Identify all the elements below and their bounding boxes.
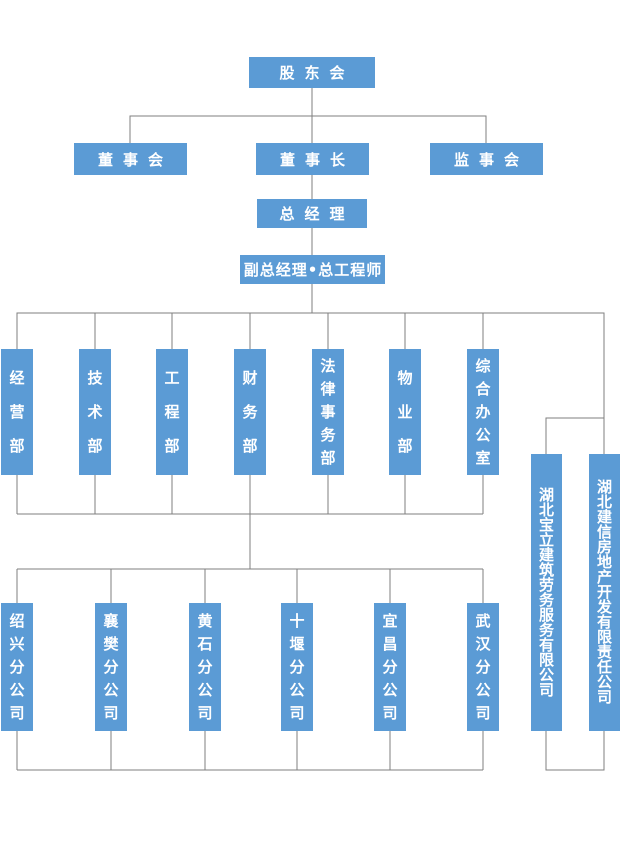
org-node-branch-wuhan: 武汉分公司 xyxy=(467,603,499,731)
org-node-branch-shiyan: 十堰分公司 xyxy=(281,603,313,731)
org-node-dept-general-office: 综合办公室 xyxy=(467,349,499,475)
org-node-deputy-gm-chief-engineer: 副总经理•总工程师 xyxy=(240,255,385,284)
org-node-supervisory-board-label: 监事会 xyxy=(453,150,529,169)
org-node-branch-shaoxing: 绍兴分公司 xyxy=(1,603,33,731)
org-node-dept-finance: 财务部 xyxy=(234,349,266,475)
org-node-general-manager-label: 总经理 xyxy=(279,205,355,223)
wire-subsidiary-top xyxy=(545,417,605,454)
org-node-branch-yichang: 宜昌分公司 xyxy=(374,603,406,731)
org-node-board-of-directors-label: 董事会 xyxy=(97,150,173,169)
org-node-general-manager: 总经理 xyxy=(257,199,367,228)
org-node-deputy-gm-chief-engineer-label: 副总经理•总工程师 xyxy=(243,261,383,279)
org-node-branch-xiangfan: 襄樊分公司 xyxy=(95,603,127,731)
org-node-shareholders-meeting: 股东会 xyxy=(249,57,375,88)
wire-department-bottom-bus xyxy=(16,475,484,569)
org-node-subsidiary-hubei-baoli: 湖北宝立建筑劳务服务有限公司 xyxy=(531,454,562,731)
org-node-supervisory-board: 监事会 xyxy=(430,143,543,175)
org-node-board-of-directors: 董事会 xyxy=(74,143,187,175)
org-node-chairman-label: 董事长 xyxy=(279,150,355,169)
org-node-shareholders-meeting-label: 股东会 xyxy=(279,64,355,82)
org-node-dept-legal-affairs: 法律事务部 xyxy=(312,349,344,475)
org-node-branch-huangshi: 黄石分公司 xyxy=(189,603,221,731)
wire-branch-top-bus xyxy=(16,568,484,603)
org-node-dept-engineering: 工程部 xyxy=(156,349,188,475)
org-node-dept-technology: 技术部 xyxy=(79,349,111,475)
org-node-chairman: 董事长 xyxy=(256,143,369,175)
org-node-subsidiary-hubei-jianxin: 湖北建信房地产开发有限责任公司 xyxy=(589,454,620,731)
wire-branch-bottom-bus xyxy=(16,731,484,771)
org-node-dept-operations: 经营部 xyxy=(1,349,33,475)
wire-subsidiary-bottom xyxy=(545,731,605,771)
org-node-dept-property: 物业部 xyxy=(389,349,421,475)
